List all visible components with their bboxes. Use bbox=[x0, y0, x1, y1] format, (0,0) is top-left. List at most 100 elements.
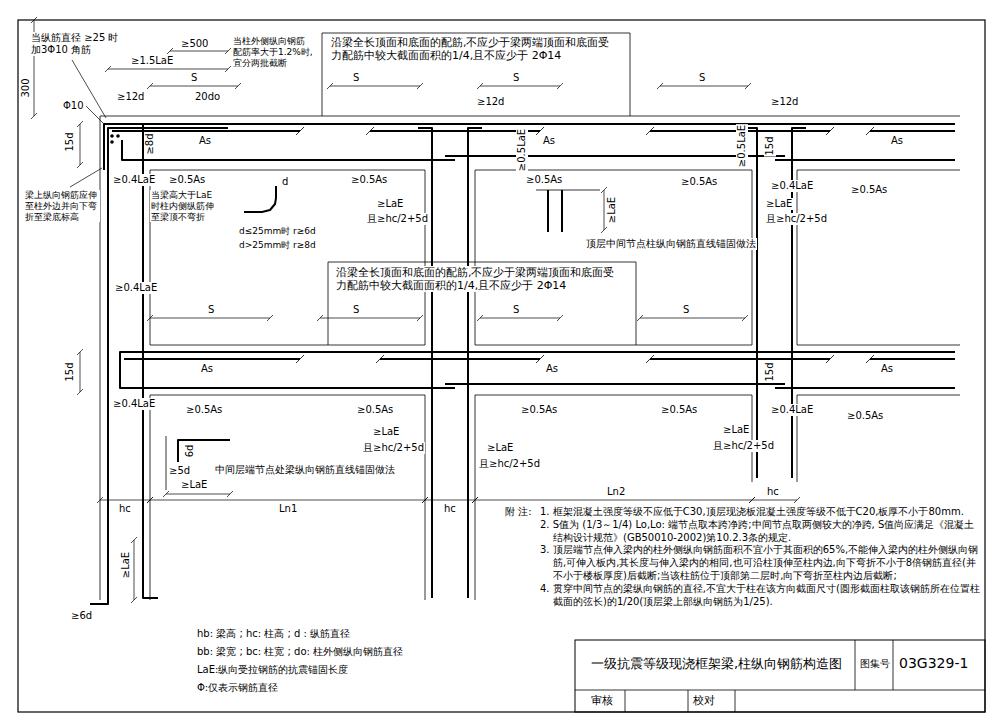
notes-block: 1. 框架混凝土强度等级不应低于C30,顶层现浇板混凝土强度等级不低于C20,板… bbox=[540, 506, 980, 608]
leader-line bbox=[70, 168, 102, 187]
drawing-label: 15d bbox=[64, 361, 76, 382]
drawing-label: ≥LaE bbox=[722, 424, 750, 436]
concrete-outline bbox=[797, 395, 960, 396]
drawing-label: As bbox=[880, 363, 894, 375]
title-block-line bbox=[735, 690, 736, 712]
drawing-label: As bbox=[545, 363, 559, 375]
drawing-label: ≥0.5As bbox=[350, 174, 388, 186]
drawing-label: 15d bbox=[64, 131, 76, 152]
drawing-label: ≥8d bbox=[144, 132, 156, 155]
rebar-line bbox=[120, 352, 955, 372]
drawing-label: 梁上纵向钢筋应伸 至柱外边并向下弯 折至梁底标高 bbox=[24, 190, 100, 222]
rebar-line bbox=[561, 190, 563, 232]
drawing-label: ≥0.5As bbox=[185, 404, 223, 416]
dimension-line bbox=[480, 86, 560, 87]
rebar-line bbox=[370, 130, 540, 132]
drawing-label: ≥0.5As bbox=[520, 404, 558, 416]
dimension-line bbox=[475, 500, 752, 501]
rebar-line bbox=[870, 130, 955, 132]
concrete-outline bbox=[425, 395, 426, 600]
drawing-label: ≥6d bbox=[70, 610, 93, 622]
dimension-line bbox=[477, 315, 483, 321]
cutoff-mark bbox=[826, 127, 834, 135]
rebar-line bbox=[380, 358, 540, 360]
dimension-line bbox=[417, 83, 423, 89]
drawing-label: ≥12d bbox=[476, 96, 505, 108]
dimension-line bbox=[327, 83, 333, 89]
drawing-label: S bbox=[512, 72, 520, 84]
drawing-label: 顶层中间节点柱纵向钢筋直线锚固做法 bbox=[585, 238, 757, 250]
drawing-label: ≥LaE bbox=[486, 442, 514, 454]
drawing-label: ≥0.4LaE bbox=[112, 174, 156, 186]
title-block-line bbox=[688, 690, 689, 712]
drawing-label: ≥0.5As bbox=[680, 176, 718, 188]
drawing-label: ≥12d bbox=[770, 96, 799, 108]
drawing-label: As bbox=[890, 135, 904, 147]
corner-bar-dot bbox=[116, 134, 120, 138]
dimension-line bbox=[150, 318, 270, 319]
drawing-label: Φ:仅表示钢筋直径 bbox=[196, 682, 279, 694]
drawing-label: ≥0.4LaE bbox=[112, 398, 156, 410]
drawing-label: 中间层端节点处梁纵向钢筋直线锚固做法 bbox=[214, 464, 396, 476]
rebar-line bbox=[445, 383, 785, 385]
drawing-label: ≥0.4LaE bbox=[770, 180, 814, 192]
concrete-outline bbox=[425, 170, 426, 345]
concrete-outline bbox=[100, 116, 101, 600]
drawing-label: ≥LaE bbox=[376, 198, 404, 210]
dimension-line bbox=[749, 497, 755, 503]
dimension-line bbox=[77, 121, 83, 127]
dimension-line bbox=[80, 124, 81, 165]
drawing-label: d bbox=[281, 176, 289, 188]
concrete-outline bbox=[475, 395, 752, 396]
dimension-line bbox=[480, 318, 560, 319]
drawing-label: 图集号 bbox=[859, 658, 891, 670]
drawing-label: ≥0.5As bbox=[356, 404, 394, 416]
drawing-label: ≥LaE bbox=[372, 426, 400, 438]
drawing-label: ≥0.5As bbox=[850, 184, 888, 196]
leader-line bbox=[86, 106, 104, 124]
title-block bbox=[575, 640, 985, 712]
drawing-label: ≥LaE bbox=[180, 479, 208, 491]
drawing-label: Ln1 bbox=[278, 503, 298, 515]
dimension-line bbox=[105, 66, 111, 72]
concrete-outline bbox=[150, 170, 425, 171]
dimension-line bbox=[422, 497, 428, 503]
drawing-label: hc bbox=[118, 503, 132, 515]
rebar-line bbox=[650, 358, 830, 360]
dimension-line bbox=[657, 83, 663, 89]
dimension-line bbox=[108, 69, 228, 70]
drawing-label: ≥LaE bbox=[120, 551, 132, 579]
note-text: 2. S值为 (1/3～1/4) Lo,Lo: 端节点取本跨净跨;中间节点取两侧… bbox=[540, 519, 980, 545]
concrete-outline bbox=[475, 395, 476, 600]
rebar-line bbox=[178, 440, 230, 462]
concrete-outline bbox=[150, 395, 425, 396]
note-text: 4. 贯穿中间节点的梁纵向钢筋的直径,不宜大于柱在该方向截面尺寸(圆形截面柱取该… bbox=[540, 583, 980, 609]
concrete-outline bbox=[150, 395, 151, 600]
dimension-line bbox=[601, 227, 607, 233]
concrete-outline bbox=[752, 395, 753, 482]
dimension-line bbox=[601, 187, 607, 193]
note-text: 3. 顶层端节点伸入梁内的柱外侧纵向钢筋面积不宜小于其面积的65%,不能伸入梁内… bbox=[540, 544, 980, 582]
dimension-line bbox=[235, 83, 241, 89]
drawing-label: 300 bbox=[20, 77, 32, 98]
drawing-label: ≥0.5As bbox=[660, 404, 698, 416]
drawing-label: ≥0.5As bbox=[168, 174, 206, 186]
drawing-label: S bbox=[207, 304, 215, 316]
dimension-line bbox=[267, 315, 273, 321]
dimension-line bbox=[150, 500, 425, 501]
corner-bar-dot bbox=[110, 134, 114, 138]
drawing-label: ≥0.5LaE bbox=[736, 124, 748, 168]
cutoff-mark bbox=[366, 127, 374, 135]
concrete-outline bbox=[100, 116, 960, 117]
rebar-line bbox=[124, 358, 300, 360]
note-range-box bbox=[328, 262, 636, 345]
dimension-line bbox=[742, 315, 748, 321]
rebar-line bbox=[90, 128, 228, 604]
drawing-label: S bbox=[352, 72, 360, 84]
drawing-label: 且≥hc/2+5d bbox=[362, 442, 425, 454]
drawing-label: 当纵筋直径 ≥25 时 加3Φ10 角筋 bbox=[30, 32, 124, 56]
dimension-line bbox=[77, 389, 83, 395]
cutoff-mark bbox=[646, 355, 654, 363]
title-block-line bbox=[625, 690, 626, 712]
